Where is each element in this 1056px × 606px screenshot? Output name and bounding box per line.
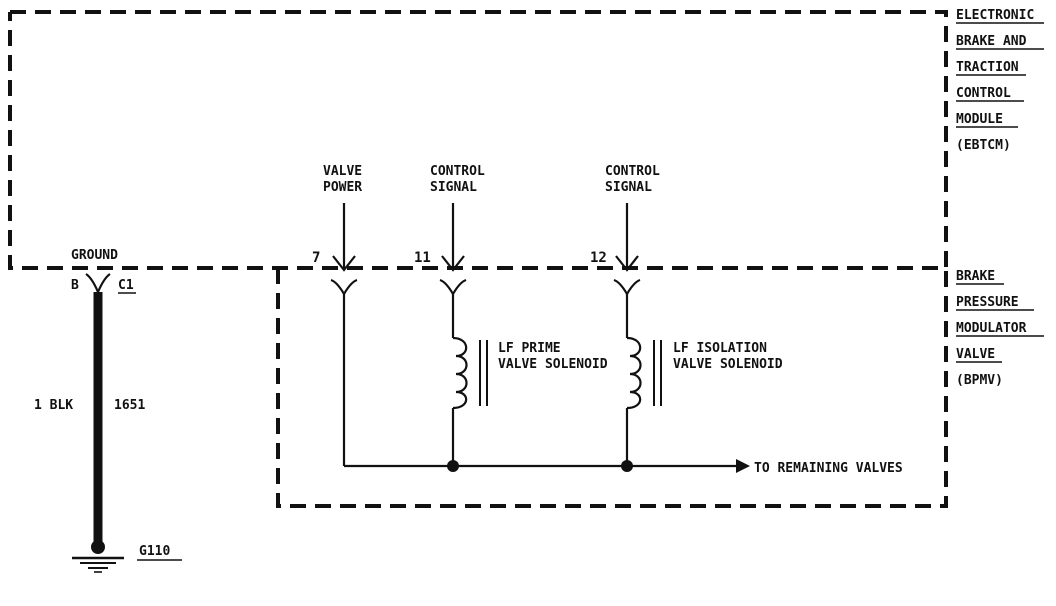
lf-prime-solenoid-label-line-2: VALVE SOLENOID [498,357,608,372]
terminal-11-label-line-1: CONTROL [430,164,485,179]
lf-prime-solenoid-label-line-1: LF PRIME [498,341,561,356]
lf-isolation-solenoid-label-line-1: LF ISOLATION [673,341,767,356]
ebtcm-label-line-6: (EBTCM) [956,138,1011,153]
terminal-7-pin: 7 [312,250,320,266]
terminal-11-pin: 11 [414,250,431,266]
terminal-7-label-line-2: POWER [323,180,362,195]
terminal-12-male-symbol [615,255,639,272]
ebtcm-boundary [8,10,948,270]
terminal-12-label-line-2: SIGNAL [605,180,652,195]
common-bus: TO REMAINING VALVES [344,459,903,476]
ground-symbol-icon [72,540,124,573]
ground-pin-label: B [71,278,79,293]
terminal-12: CONTROL SIGNAL 12 LF ISOLATION VALVE SOL… [590,164,783,466]
terminal-11-label-line-2: SIGNAL [430,180,477,195]
arrow-right-icon [736,459,750,473]
ebtcm-label-line-3: TRACTION [956,60,1019,75]
ground-wire-size-color: 1 BLK [34,398,73,413]
ebtcm-label-line-4: CONTROL [956,86,1011,101]
bpmv-label-line-1: BRAKE [956,269,995,284]
terminal-7-female-symbol [330,278,358,297]
bpmv-label-line-2: PRESSURE [956,295,1019,310]
lf-prime-solenoid-coil-icon [452,336,468,410]
terminal-7-label-line-1: VALVE [323,164,362,179]
splice-node-1 [447,460,459,472]
ground-label: GROUND [71,248,118,263]
terminal-11: CONTROL SIGNAL 11 LF PRIME VALVE SOLENOI… [414,164,608,466]
ground-connector-symbol [85,273,111,295]
terminal-11-male-symbol [441,255,465,272]
bpmv-label: BRAKE PRESSURE MODULATOR VALVE (BPMV) [956,269,1044,388]
ebtcm-label-line-5: MODULE [956,112,1003,127]
ebtcm-label-line-1: ELECTRONIC [956,8,1034,23]
ground-circuit-number: 1651 [114,398,145,413]
ground-circuit: GROUND B C1 1 BLK 1651 G110 [34,248,182,573]
terminal-12-female-symbol [613,278,641,297]
terminal-7: VALVE POWER 7 [312,164,362,466]
terminal-12-label-line-1: CONTROL [605,164,660,179]
ebtcm-label: ELECTRONIC BRAKE AND TRACTION CONTROL MO… [956,8,1044,153]
terminal-11-female-symbol [439,278,467,297]
terminal-7-male-symbol [332,255,356,272]
bpmv-label-line-3: MODULATOR [956,321,1027,336]
to-remaining-valves-label: TO REMAINING VALVES [754,461,903,476]
lf-isolation-solenoid-label-line-2: VALVE SOLENOID [673,357,783,372]
terminal-12-pin: 12 [590,250,607,266]
ground-point-label: G110 [139,544,170,559]
ground-connector-label: C1 [118,278,134,293]
bpmv-boundary [276,268,948,508]
splice-node-2 [621,460,633,472]
lf-isolation-solenoid-coil-icon [626,336,642,410]
bpmv-label-line-5: (BPMV) [956,373,1003,388]
bpmv-label-line-4: VALVE [956,347,995,362]
ebtcm-label-line-2: BRAKE AND [956,34,1027,49]
